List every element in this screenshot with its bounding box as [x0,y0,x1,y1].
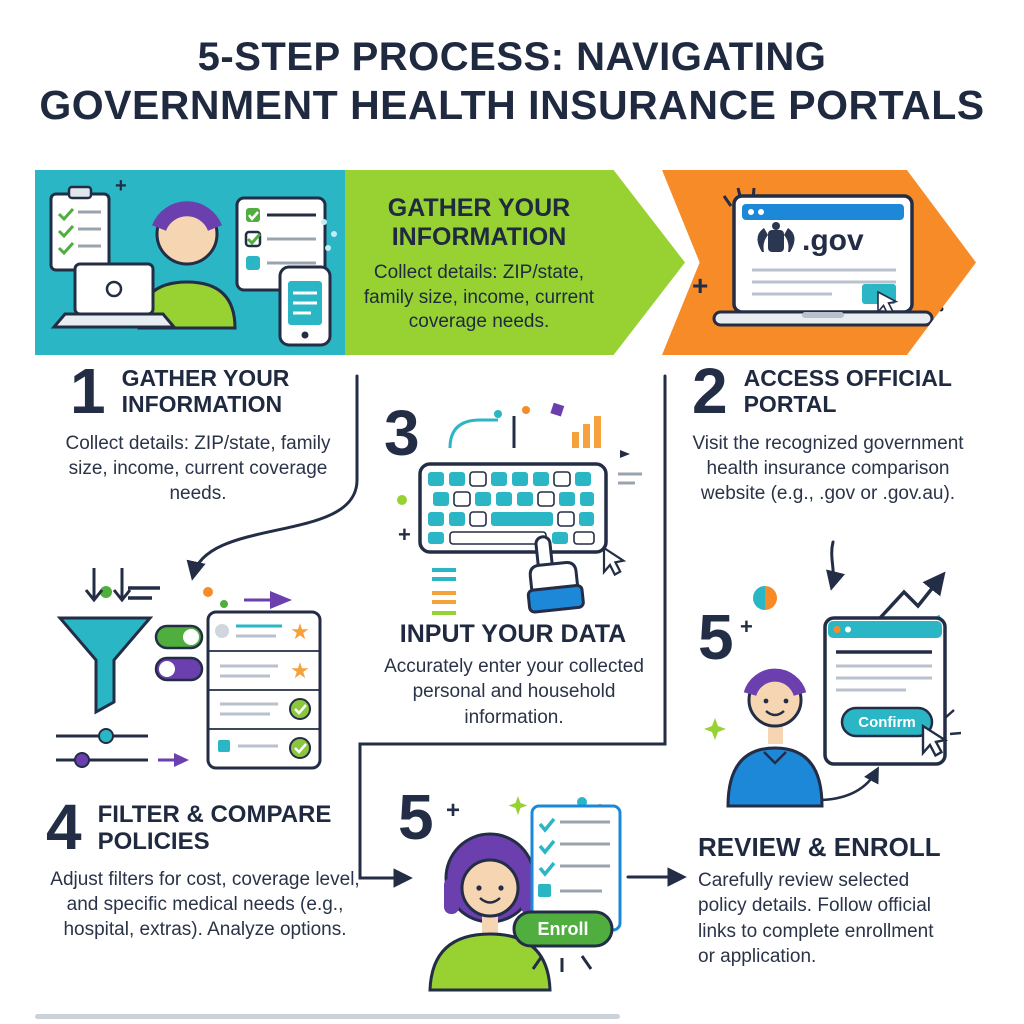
plus-icon: + [692,270,709,301]
cursor-icon [602,545,627,577]
step-4: 4 FILTER & COMPARE POLICIES Adjust filte… [36,791,374,943]
enroll-illustration: + [428,796,622,992]
gov-label: .gov [802,224,864,257]
triangle-decoration [620,450,630,458]
diamond-decoration [550,402,565,417]
step-1-number: 1 [70,355,106,427]
step-3-title: INPUT YOUR DATA [399,620,627,648]
step-2: 2 ACCESS OFFICIAL PORTAL Visit the recog… [672,355,984,507]
plus-icon: + [740,614,753,639]
arrow-right-icon [174,753,189,767]
toggle-on-icon[interactable] [154,624,204,650]
slider-icon[interactable] [56,728,148,768]
step-5-review-description: Carefully review selected policy details… [698,870,934,967]
banner-gather-illustration: + [35,170,345,355]
sparkle-icon [704,718,726,740]
dot-decoration [494,410,502,418]
page-title-line-1: 5-STEP PROCESS: NAVIGATING [197,35,827,79]
laptop-icon [50,262,178,329]
step-1: 1 GATHER YOUR INFORMATION Collect detail… [48,355,348,507]
step-5-number: 5 [398,781,434,853]
step-5-review-title: REVIEW & ENROLL [698,832,941,862]
svg-text:Enroll: Enroll [537,919,588,939]
star-icon: ★ [290,658,310,683]
dot-decoration [325,245,331,251]
down-arrow-icon [84,568,104,603]
review-illustration: + [704,571,962,808]
banner-portal-illustration: .gov [662,170,976,355]
step-2-description: Visit the recognized government health i… [692,432,964,505]
step-3-description: Accurately enter your collected personal… [384,656,644,728]
banner-step-title: GATHER YOUR INFORMATION [387,194,571,251]
sparkle-icon [508,796,528,815]
plus-icon: + [398,522,411,547]
portal-illustration: .gov [712,187,934,327]
banner-step-description: Collect details: ZIP/state, family size,… [363,262,595,333]
star-icon: ★ [290,619,310,644]
dot-decoration [321,219,327,225]
step-2-number: 2 [692,355,728,427]
browser-laptop-icon: .gov [712,194,934,327]
gather-illustration: + [49,175,337,347]
step-4-number: 4 [46,791,82,863]
down-arrow-icon [112,568,132,603]
step-5-illustration: + [402,792,642,1022]
step-1-description: Collect details: ZIP/state, family size,… [65,432,331,505]
step-4-illustration: ★ ★ [48,556,343,796]
dot-decoration [100,586,112,598]
dot-decoration [331,231,337,237]
coat-of-arms-icon [757,222,795,252]
hand-cursor-icon [526,535,585,614]
man-avatar [726,668,824,808]
dot-decoration [397,495,407,505]
step-4-title: FILTER & COMPARE POLICIES [97,801,332,856]
wire-decoration [448,418,498,449]
keyboard-illustration: + [397,402,642,615]
step-5-review-illustration: + [702,560,972,815]
check-icon [289,737,311,759]
dot-decoration [522,406,530,414]
step-3-illustration: + [392,402,652,622]
banner-step-gather: GATHER YOUR INFORMATION Collect details:… [345,170,685,355]
smartphone-icon [278,265,332,347]
arrow-right-icon [270,591,292,609]
woman-avatar [428,832,552,992]
sparkle-icon [531,955,593,972]
check-icon [289,698,311,720]
step-3-number: 3 [384,397,420,469]
step-2-title: ACCESS OFFICIAL PORTAL [743,365,952,418]
confirm-button[interactable]: Confirm [840,706,934,738]
page-title-line-2: GOVERNMENT HEALTH INSURANCE PORTALS [39,82,985,129]
keyboard-icon [418,462,608,554]
checklist-document-icon [530,804,622,932]
cursor-icon [921,709,962,758]
policy-list-card: ★ ★ [206,610,322,770]
curved-arrow-icon [821,766,879,802]
svg-text:Confirm: Confirm [858,714,916,731]
dot-decoration [220,600,228,608]
bar-chart-icon [572,416,601,448]
colored-lines-icon [432,568,456,615]
dot-decoration [203,587,213,597]
plus-icon: + [446,797,460,824]
filter-illustration: ★ ★ [56,568,322,770]
enroll-button[interactable]: Enroll [512,910,614,948]
clipboard-icon [49,185,111,272]
plus-icon: + [115,175,127,197]
step-5-review-number: 5 [698,601,734,673]
step-4-description: Adjust filters for cost, coverage level,… [50,868,360,941]
banner-step-content: GATHER YOUR INFORMATION Collect details:… [345,170,685,355]
step-1-title: GATHER YOUR INFORMATION [121,365,290,418]
toggle-off-icon[interactable] [154,656,204,682]
browser-window-icon: Confirm [823,616,947,766]
page-title: 5-STEP PROCESS: NAVIGATING GOVERNMENT HE… [0,34,1024,130]
funnel-icon [56,616,154,715]
two-tone-dot-icon [753,586,777,610]
